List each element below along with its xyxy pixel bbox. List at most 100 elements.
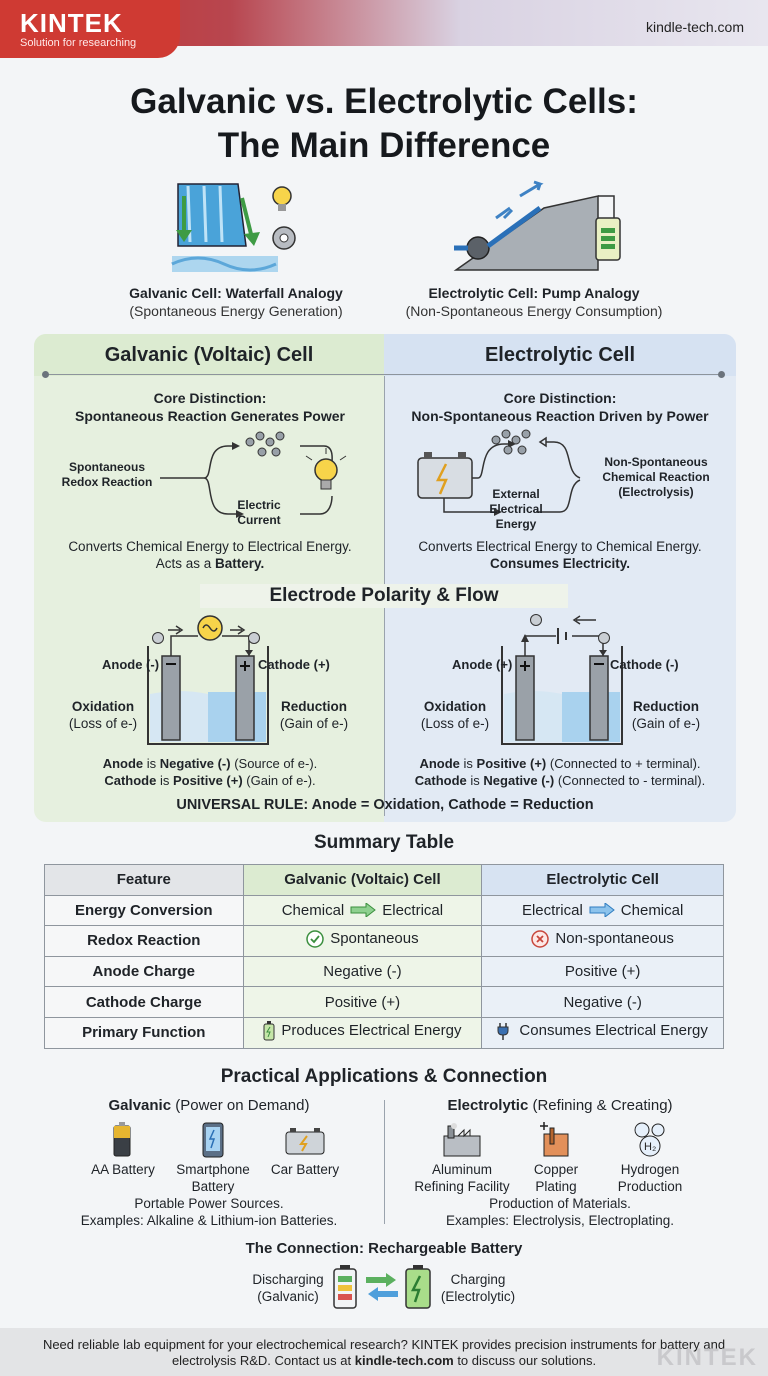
footer-text-pre: Need reliable lab equipment for your ele… (42, 1337, 726, 1368)
galvanic-desc-pre: Acts as a (155, 556, 215, 571)
g-apps-rest: (Power on Demand) (171, 1097, 310, 1114)
galvanic-flow-arrow-left (168, 625, 184, 635)
lightbulb-load-icon (197, 615, 223, 641)
galvanic-output-line1: Electric (237, 498, 281, 512)
galvanic-analogy-caption: Galvanic Cell: Waterfall Analogy (Sponta… (100, 284, 372, 320)
g-pol2-c: Positive (+) (172, 773, 243, 788)
page-title: Galvanic vs. Electrolytic Cells: The Mai… (0, 80, 768, 168)
table-cell-galvanic: Negative (-) (242, 955, 483, 988)
electro-apps-desc: Production of Materials.Examples: Electr… (384, 1195, 736, 1229)
g-apps-desc2: Examples: Alkaline & Lithium-ion Batteri… (80, 1213, 338, 1228)
galvanic-polarity-line1: Anode is Negative (-) (Source of e-). (40, 755, 380, 772)
discharging-label: Discharging(Galvanic) (244, 1271, 332, 1305)
galvanic-desc-bold: Battery. (215, 556, 265, 571)
electro-cathode-label: Cathode (-) (610, 657, 679, 672)
galvanic-input-label: Spontaneous Redox Reaction (58, 460, 156, 490)
electron-icon (152, 632, 164, 644)
galvanic-red-sub: (Gain of e-) (279, 716, 349, 731)
galvanic-flow-arrow-right (230, 625, 246, 635)
logo-brand: KINTEK (20, 8, 123, 38)
app-h-line2: Production (617, 1179, 683, 1194)
table-row: Redox Reaction Spontaneous Non-spontaneo… (44, 925, 724, 957)
charging-battery-icon (405, 1265, 431, 1309)
electro-polarity-text: Anode is Positive (+) (Connected to + te… (388, 755, 732, 789)
applications-divider (384, 1100, 385, 1224)
g-pol2-d: (Gain of e-). (242, 773, 316, 788)
summary-heading: Summary Table (313, 832, 455, 853)
table-row: Primary Function Produces Electrical Ene… (44, 1016, 724, 1049)
electro-cell-diagram (501, 646, 623, 745)
g-pol1-a: Anode (102, 756, 144, 771)
table-header-electrolytic: Electrolytic Cell (481, 864, 724, 896)
divider-dot-right (718, 371, 725, 378)
conv-to: Chemical (620, 901, 684, 919)
footer-text: Need reliable lab equipment for your ele… (40, 1337, 728, 1369)
electro-desc-bold: Consumes Electricity. (489, 556, 631, 571)
electro-description: Converts Electrical Energy to Chemical E… (388, 538, 732, 572)
e-pol2-a: Cathode (414, 773, 467, 788)
electro-red-sub: (Gain of e-) (631, 716, 701, 731)
galvanic-desc-line1: Converts Chemical Energy to Electrical E… (68, 539, 352, 554)
e-pol1-b: is (459, 756, 477, 771)
electro-input-label: External Electrical Energy (478, 487, 554, 532)
table-cell-galvanic: Positive (+) (242, 986, 483, 1018)
electro-output-line3: (Electrolysis) (618, 485, 694, 499)
aa-battery-icon (113, 1122, 131, 1157)
copper-plating-icon (540, 1122, 569, 1157)
function-galvanic: Produces Electrical Energy (281, 1022, 462, 1040)
table-cell-feature: Cathode Charge (44, 986, 244, 1018)
electron-cluster-icon (491, 429, 531, 455)
divider-dot-left (42, 371, 49, 378)
footer (0, 1328, 768, 1376)
waterfall-illustration (171, 183, 296, 272)
e-pol2-b: is (466, 773, 484, 788)
galvanic-oxidation-label: Oxidation (Loss of e-) (60, 698, 146, 732)
app-al-line1: Aluminum (431, 1162, 493, 1177)
app-aa-line1: AA Battery (91, 1162, 155, 1177)
g-apps-bold: Galvanic (108, 1097, 172, 1114)
title-line2: The Main Difference (217, 126, 551, 165)
conv-to: Electrical (382, 901, 444, 919)
smartphone-icon (202, 1122, 224, 1158)
electro-wire (521, 615, 607, 656)
electro-core-title: Core Distinction: Non-Spontaneous Reacti… (388, 389, 732, 425)
galvanic-core-line2: Spontaneous Reaction Generates Power (75, 408, 345, 424)
electro-analogy-caption: Electrolytic Cell: Pump Analogy (Non-Spo… (390, 284, 678, 320)
applications-heading: Practical Applications & Connection (220, 1066, 548, 1087)
electron-icon (598, 632, 610, 644)
discharging-line2: (Galvanic) (257, 1289, 319, 1304)
table-cell-electrolytic: Negative (-) (481, 986, 724, 1018)
table-cell-feature: Primary Function (44, 1016, 244, 1049)
galvanic-flow-diagram (160, 431, 347, 518)
logo-tagline: Solution for researching (20, 37, 137, 49)
galvanic-input-line2: Redox Reaction (61, 475, 153, 489)
plug-icon (497, 1022, 509, 1040)
footer-link[interactable]: kindle-tech.com (354, 1353, 454, 1368)
galvanic-cathode-label: Cathode (+) (258, 657, 330, 672)
charge-cycle-arrows-icon (366, 1273, 398, 1301)
galvanic-anode-label: Anode (-) (102, 657, 160, 672)
galvanic-reduction-label: Reduction (Gain of e-) (274, 698, 354, 732)
galvanic-apps-desc: Portable Power Sources.Examples: Alkalin… (34, 1195, 384, 1229)
lightbulb-icon (305, 448, 347, 490)
galvanic-cell-diagram (147, 646, 269, 745)
cross-circle-icon (531, 930, 550, 948)
electro-input-line3: Energy (495, 517, 537, 531)
e-pol2-c: Negative (-) (483, 773, 555, 788)
galvanic-output-line2: Current (237, 513, 281, 527)
app-cu-line2: Plating (535, 1179, 577, 1194)
electrolytic-panel-heading: Electrolytic Cell (384, 334, 736, 376)
galvanic-description: Converts Chemical Energy to Electrical E… (40, 538, 380, 572)
galvanic-core-title: Core Distinction: Spontaneous Reaction G… (40, 389, 380, 425)
table-cell-galvanic: Produces Electrical Energy (242, 1016, 483, 1049)
g-pol2-a: Cathode (104, 773, 157, 788)
kintek-logo[interactable]: KINTEK Solution for researching (0, 0, 180, 58)
site-url-link[interactable]: kindle-tech.com (645, 19, 744, 35)
battery-icon (263, 1020, 275, 1041)
redox-galvanic: Spontaneous (330, 930, 419, 948)
electro-core-line1: Core Distinction: (503, 390, 617, 406)
table-cell-feature: Energy Conversion (44, 894, 244, 927)
